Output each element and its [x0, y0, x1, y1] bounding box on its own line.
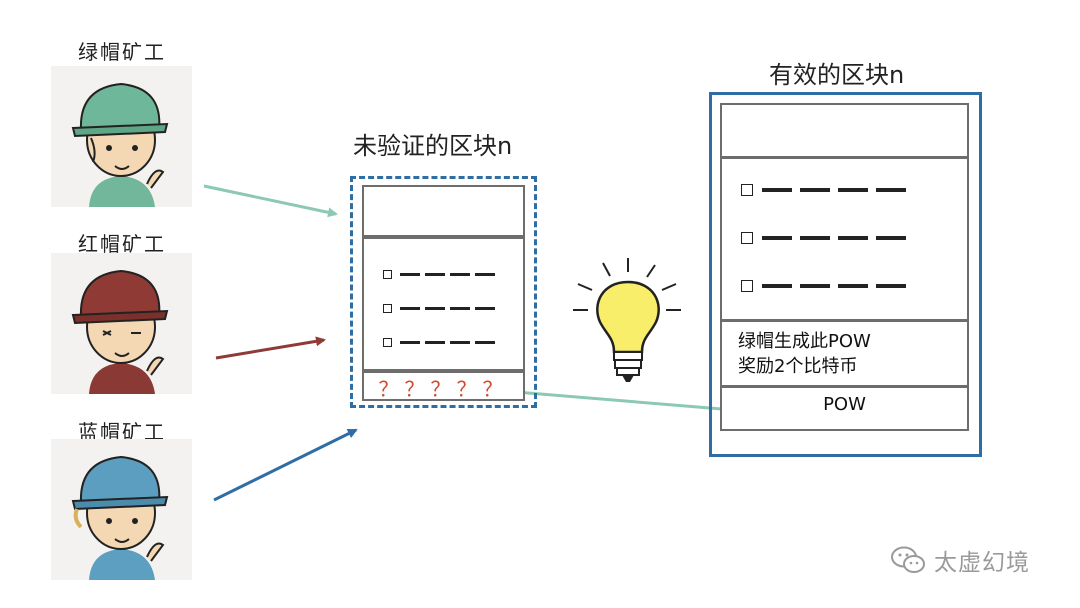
- reward-text: 绿帽生成此POW 奖励2个比特币: [738, 329, 871, 379]
- arrow-blue-miner: [213, 428, 358, 502]
- wechat-icon: [891, 546, 925, 573]
- transaction-row: [741, 183, 914, 197]
- miner-label-red: 红帽矿工: [78, 232, 166, 256]
- block-separator: [722, 156, 967, 159]
- miner-red-icon: [71, 269, 169, 394]
- miner-red-avatar: [51, 253, 192, 394]
- arrow-red-miner: [215, 336, 326, 360]
- watermark: 太虚幻境: [890, 543, 1030, 577]
- arrow-green-miner: [203, 184, 338, 218]
- transaction-row: [383, 267, 500, 281]
- pow-label: POW: [823, 394, 866, 415]
- block-separator: [364, 369, 523, 373]
- checkbox-icon: [383, 269, 392, 279]
- unverified-block-frame: [350, 176, 537, 408]
- transaction-row: [383, 301, 500, 315]
- unverified-block: ？？？？？: [362, 185, 525, 401]
- unverified-block-title: 未验证的区块n: [353, 132, 513, 160]
- block-separator: [722, 319, 967, 322]
- valid-block-title: 有效的区块n: [769, 61, 905, 89]
- arrow-pow-to-valid: [515, 390, 736, 415]
- reward-line-1: 绿帽生成此POW: [738, 331, 871, 352]
- transaction-row: [741, 279, 914, 293]
- watermark-text: 太虚幻境: [934, 550, 1030, 576]
- transaction-row: [383, 335, 500, 349]
- valid-block-frame: [709, 92, 982, 457]
- valid-block: 绿帽生成此POW 奖励2个比特币 POW: [720, 103, 969, 431]
- block-separator: [364, 235, 523, 239]
- pow-placeholder: ？？？？？: [378, 377, 509, 401]
- checkbox-icon: [741, 184, 753, 196]
- miner-blue-avatar: [51, 439, 192, 580]
- miner-green-icon: [71, 82, 169, 207]
- checkbox-icon: [383, 303, 392, 313]
- checkbox-icon: [741, 232, 753, 244]
- miner-green-avatar: [51, 66, 192, 207]
- checkbox-icon: [741, 280, 753, 292]
- checkbox-icon: [383, 337, 392, 347]
- reward-line-2: 奖励2个比特币: [738, 356, 858, 377]
- block-separator: [722, 385, 967, 388]
- miner-blue-icon: [71, 455, 169, 580]
- miner-label-green: 绿帽矿工: [78, 40, 166, 64]
- light-bulb-icon: [573, 258, 681, 382]
- transaction-row: [741, 231, 914, 245]
